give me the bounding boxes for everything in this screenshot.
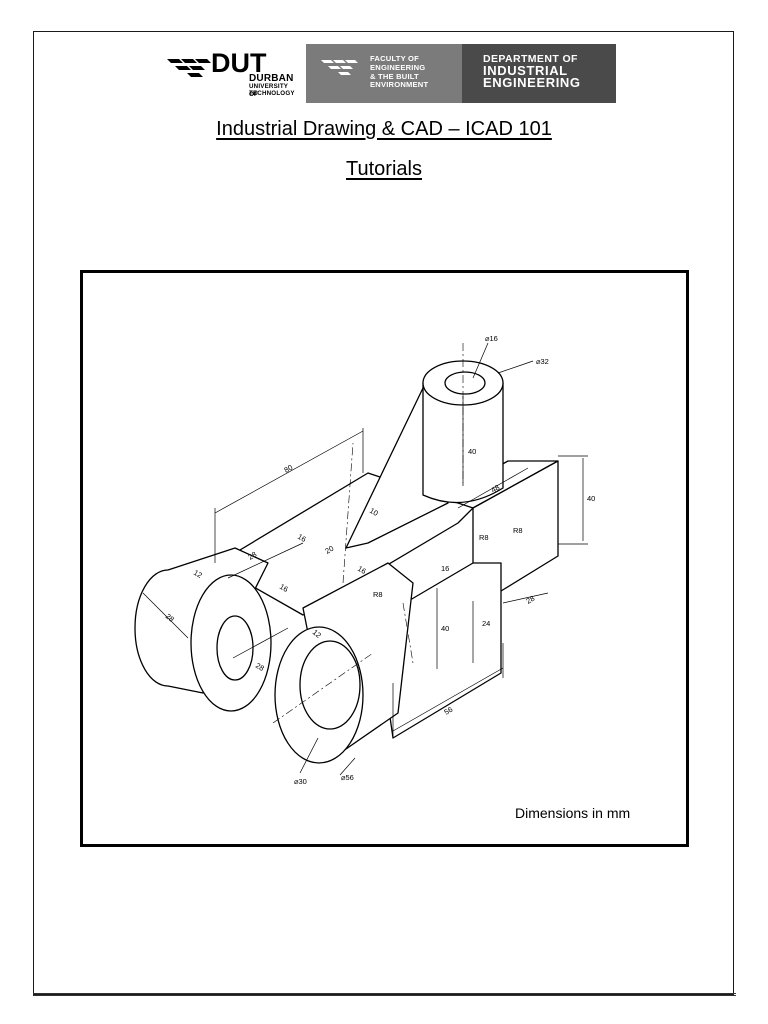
page-title: Industrial Drawing & CAD – ICAD 101 (216, 118, 552, 140)
dim-r8-a: R8 (479, 533, 489, 542)
drawing-frame: ⌀16 ⌀32 80 40 48 40 10 16 28 20 16 16 16… (80, 270, 689, 847)
dim-16-b: 16 (278, 582, 290, 594)
dim-40-right: 40 (587, 494, 595, 503)
dim-dia-56: ⌀56 (341, 773, 354, 782)
boss-bore (444, 371, 486, 395)
dim-dia-16: ⌀16 (485, 334, 498, 343)
isometric-drawing: ⌀16 ⌀32 80 40 48 40 10 16 28 20 16 16 16… (134, 334, 630, 821)
dim-28-a: 28 (247, 550, 259, 562)
dimensions-note: Dimensions in mm (515, 805, 630, 821)
faculty-line4: ENVIRONMENT (370, 80, 429, 90)
dut-wordmark: DUT (211, 48, 267, 78)
dim-dia-30: ⌀30 (294, 777, 307, 786)
middle-lug-bore (216, 615, 254, 681)
dim-20: 20 (324, 544, 336, 556)
dim-12-a: 12 (192, 568, 204, 580)
dim-80: 80 (283, 463, 295, 475)
department-banner: DEPARTMENT OF INDUSTRIAL ENGINEERING (462, 44, 616, 103)
faculty-banner: FACULTY OF ENGINEERING & THE BUILT ENVIR… (306, 44, 462, 103)
dim-40-boss: 40 (468, 447, 476, 456)
dim-16-a: 16 (296, 532, 308, 544)
dut-line2: UNIVERSITY OF (249, 83, 289, 98)
faculty-text: FACULTY OF ENGINEERING & THE BUILT ENVIR… (370, 54, 429, 90)
department-line3: ENGINEERING (483, 75, 581, 90)
faculty-line3: & THE BUILT (370, 71, 419, 81)
department-line2: INDUSTRIAL (483, 63, 568, 78)
dim-16-c: 16 (356, 564, 368, 576)
dut-flag-icon (167, 59, 211, 77)
dim-16-d: 16 (441, 564, 449, 573)
dim-24: 24 (482, 619, 490, 628)
faculty-flag-icon (321, 60, 358, 75)
dim-56: 56 (443, 705, 455, 717)
department-line1: DEPARTMENT OF (483, 53, 578, 65)
page-bottom-rule (33, 993, 736, 996)
page-frame (33, 31, 734, 995)
faculty-line2: ENGINEERING (370, 62, 426, 72)
dut-logo: DUT DURBAN UNIVERSITY OF TECHNOLOGY (165, 48, 297, 98)
dim-10: 10 (368, 506, 380, 518)
dut-line1: DURBAN (249, 73, 294, 84)
dim-28-d: 28 (525, 594, 537, 606)
dim-r8-c: R8 (373, 590, 383, 599)
page-subtitle: Tutorials (346, 158, 422, 180)
dim-48: 48 (490, 483, 502, 495)
dim-28-c: 28 (254, 661, 266, 673)
dut-line3: TECHNOLOGY (249, 89, 295, 97)
main-cylinder-bore (299, 640, 361, 730)
dim-40-front: 40 (441, 624, 449, 633)
dim-r8-b: R8 (513, 526, 523, 535)
department-text: DEPARTMENT OF INDUSTRIAL ENGINEERING (483, 53, 581, 89)
faculty-line1: FACULTY OF (370, 54, 419, 63)
dim-dia-32: ⌀32 (536, 357, 549, 366)
